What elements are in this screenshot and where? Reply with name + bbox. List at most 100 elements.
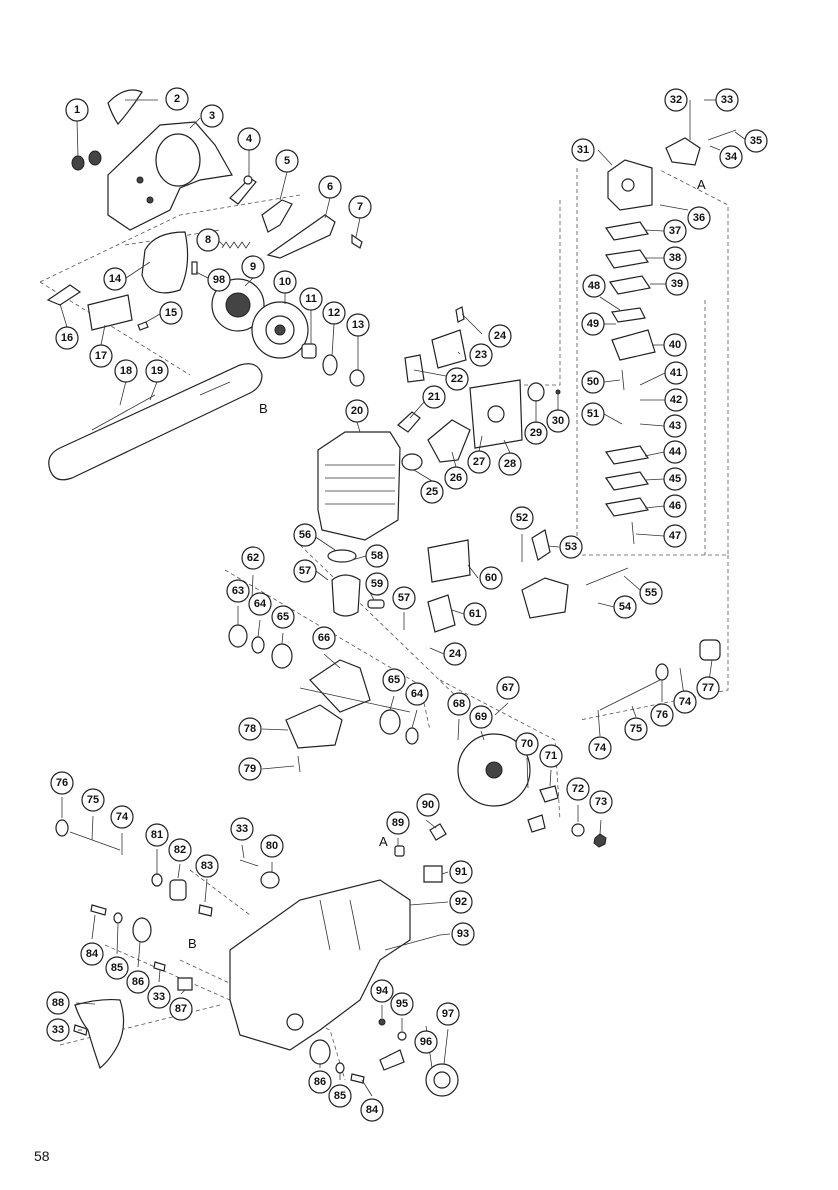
- callout-29: 29: [524, 421, 548, 445]
- link-part: [266, 214, 336, 259]
- svg-text:52: 52: [516, 512, 528, 524]
- callout-33-lower: 33: [147, 985, 171, 1009]
- callout-74-right-upper: 74: [673, 690, 697, 714]
- bearing-part: [301, 343, 317, 359]
- piston-part: [331, 574, 361, 617]
- svg-text:77: 77: [702, 682, 714, 694]
- gasket-part: [604, 471, 650, 491]
- svg-text:45: 45: [669, 473, 681, 485]
- svg-text:9: 9: [250, 261, 256, 273]
- svg-text:71: 71: [545, 750, 557, 762]
- svg-text:11: 11: [305, 293, 317, 305]
- gasket-part: [605, 249, 650, 269]
- svg-text:53: 53: [565, 541, 577, 553]
- svg-text:69: 69: [475, 711, 487, 723]
- callout-68: 68: [447, 692, 471, 716]
- svg-text:33: 33: [52, 1024, 64, 1036]
- pin-part: [191, 261, 198, 275]
- reference-mark-b-housing: B: [188, 936, 197, 951]
- callout-79: 79: [238, 757, 262, 781]
- washer-part: [151, 873, 163, 887]
- callout-97: 97: [436, 1002, 460, 1026]
- bushing-part: [699, 639, 721, 661]
- bushing-part: [260, 871, 280, 889]
- chain-part: [91, 394, 156, 431]
- needle-part: [621, 369, 625, 391]
- nut-part: [349, 369, 365, 387]
- svg-text:6: 6: [327, 181, 333, 193]
- callout-24-bottom: 24: [443, 642, 467, 666]
- ball-part: [378, 1018, 386, 1026]
- svg-text:67: 67: [502, 682, 514, 694]
- screw-part: [90, 904, 107, 916]
- svg-text:95: 95: [396, 998, 408, 1010]
- callout-71: 71: [539, 744, 563, 768]
- callout-75-right: 75: [624, 717, 648, 741]
- screw-part: [239, 859, 259, 867]
- screw-part: [153, 961, 166, 972]
- callout-91: 91: [449, 860, 473, 884]
- callout-36: 36: [687, 206, 711, 230]
- callout-6: 6: [318, 175, 342, 199]
- svg-text:79: 79: [244, 763, 256, 775]
- callout-60: 60: [479, 566, 503, 590]
- svg-text:78: 78: [244, 723, 256, 735]
- svg-text:43: 43: [669, 420, 681, 432]
- piston-ring-part: [327, 549, 357, 563]
- svg-text:76: 76: [56, 777, 68, 789]
- callout-55: 55: [639, 581, 663, 605]
- callout-57-left: 57: [293, 559, 317, 583]
- callout-44: 44: [663, 440, 687, 464]
- crankcase-part: [285, 704, 343, 749]
- svg-text:33: 33: [721, 94, 733, 106]
- callout-59: 59: [365, 572, 389, 596]
- svg-text:4: 4: [246, 133, 253, 145]
- callout-7: 7: [348, 195, 372, 219]
- svg-text:35: 35: [750, 135, 762, 147]
- pawl-part: [527, 814, 546, 833]
- svg-text:57: 57: [398, 592, 410, 604]
- callout-20: 20: [345, 399, 369, 423]
- leader-lines: [59, 99, 747, 1097]
- cover-part: [427, 594, 456, 633]
- callout-24-top: 24: [488, 324, 512, 348]
- callout-25: 25: [420, 480, 444, 504]
- bearing-part: [379, 709, 401, 735]
- damper-part: [655, 663, 669, 681]
- svg-text:57: 57: [299, 565, 311, 577]
- callout-93: 93: [451, 922, 475, 946]
- svg-text:97: 97: [442, 1008, 454, 1020]
- callout-18: 18: [114, 359, 138, 383]
- svg-text:25: 25: [426, 486, 438, 498]
- svg-text:30: 30: [552, 415, 564, 427]
- svg-text:8: 8: [205, 234, 211, 246]
- callout-14: 14: [103, 267, 127, 291]
- callout-23: 23: [469, 343, 493, 367]
- callout-66: 66: [312, 626, 336, 650]
- callout-42: 42: [664, 388, 688, 412]
- svg-text:85: 85: [111, 962, 123, 974]
- plug-boot-part: [531, 529, 551, 561]
- svg-text:93: 93: [457, 928, 469, 940]
- ball-part: [555, 389, 561, 395]
- svg-text:58: 58: [371, 550, 383, 562]
- svg-text:36: 36: [693, 212, 705, 224]
- svg-text:98: 98: [213, 274, 225, 286]
- svg-text:33: 33: [153, 991, 165, 1003]
- callout-57-right: 57: [392, 586, 416, 610]
- callout-88: 88: [46, 991, 70, 1015]
- plate-part: [404, 354, 425, 383]
- svg-text:70: 70: [521, 738, 533, 750]
- adjuster-part: [46, 284, 82, 306]
- svg-text:80: 80: [266, 840, 278, 852]
- shaft-part: [69, 831, 121, 851]
- callout-56: 56: [293, 523, 317, 547]
- callout-65-left: 65: [271, 605, 295, 629]
- callout-32: 32: [664, 88, 688, 112]
- reference-mark-a-housing: A: [379, 834, 388, 849]
- o-ring-part: [527, 382, 545, 402]
- callout-21: 21: [422, 385, 446, 409]
- svg-text:59: 59: [371, 578, 383, 590]
- svg-text:37: 37: [669, 225, 681, 237]
- svg-text:61: 61: [469, 608, 481, 620]
